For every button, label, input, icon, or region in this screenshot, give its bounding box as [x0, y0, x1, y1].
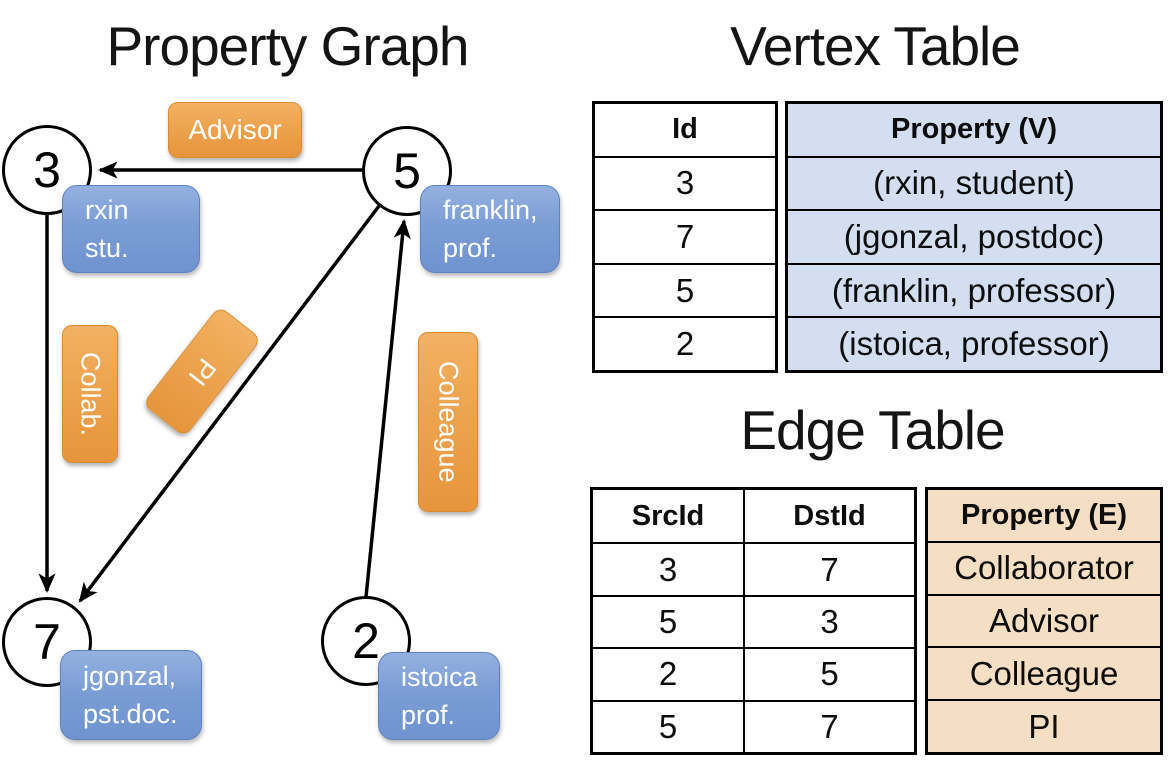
prop-line: prof. [401, 700, 456, 730]
node-id-label: 3 [33, 142, 61, 198]
edge-colleague-2-to-5 [364, 219, 411, 598]
vertex-prop-box-jgonzal: jgonzal, pst.doc. [60, 650, 202, 740]
vertex-table-id-cell: 5 [595, 262, 775, 317]
vertex-table-property-column: Property (V) (rxin, student) (jgonzal, p… [785, 101, 1163, 373]
prop-line: pst.doc. [83, 699, 178, 729]
edge-table-header-dstid: DstId [743, 490, 914, 543]
edge-table-src-cell: 5 [593, 594, 743, 647]
edge-table-property-cell: Advisor [928, 593, 1160, 647]
edge-table-dst-cell: 5 [743, 647, 914, 700]
edge-table-header-srcid: SrcId [631, 499, 705, 532]
prop-line: stu. [85, 233, 129, 263]
edge-table-dst-cell: 7 [743, 542, 914, 595]
edge-table-src-cell: 3 [593, 542, 743, 594]
prop-line: istoica [401, 661, 478, 692]
edge-table-header-property: Property (E) [961, 498, 1127, 531]
vertex-table-header-id: Id [672, 113, 698, 146]
vertex-table-property-cell: (jgonzal, postdoc) [788, 209, 1160, 263]
prop-line: prof. [443, 233, 498, 263]
prop-line: franklin, [443, 194, 538, 225]
edge-table-src-cell: 5 [593, 699, 743, 752]
edge-table-property-cell: Colleague [928, 646, 1160, 699]
graph-node-3: 3 [2, 125, 92, 215]
vertex-prop-box-franklin: franklin, prof. [420, 185, 560, 273]
edge-table-title: Edge Table [740, 399, 1005, 461]
edge-table-src-cell: 2 [593, 647, 743, 699]
edge-label-collab: Collab. [62, 325, 118, 463]
edge-table-id-columns: SrcId DstId 3 7 5 3 2 5 5 7 [590, 487, 917, 755]
prop-line: jgonzal, [83, 660, 177, 691]
node-id-label: 5 [393, 143, 421, 199]
vertex-prop-box-rxin: rxin stu. [62, 185, 200, 273]
vertex-table-property-cell: (franklin, professor) [788, 262, 1160, 317]
edge-table-property-cell: Collaborator [928, 540, 1160, 594]
property-graph-title: Property Graph [106, 15, 469, 77]
vertex-table: Id 3 7 5 2 Property (V) (rxin, student) … [592, 101, 1163, 373]
vertex-prop-box-istoica: istoica prof. [378, 652, 500, 740]
vertex-table-id-cell: 2 [595, 316, 775, 370]
edge-table-dst-cell: 7 [743, 699, 914, 752]
vertex-table-id-cell: 3 [595, 155, 775, 210]
edge-table: SrcId DstId 3 7 5 3 2 5 5 7 Property (E)… [590, 487, 1163, 755]
node-id-label: 7 [33, 614, 61, 670]
vertex-table-id-cell: 7 [595, 209, 775, 263]
vertex-table-id-column: Id 3 7 5 2 [592, 101, 778, 373]
node-id-label: 2 [352, 613, 380, 669]
edge-pi-5-to-7 [78, 204, 381, 603]
edge-table-property-cell: PI [928, 699, 1160, 752]
edge-table-property-column: Property (E) Collaborator Advisor Collea… [925, 487, 1163, 755]
edge-label-colleague: Colleague [418, 332, 478, 512]
edge-table-dst-cell: 3 [743, 594, 914, 648]
vertex-table-property-cell: (rxin, student) [788, 155, 1160, 210]
prop-line: rxin [85, 194, 129, 225]
edge-label-advisor: Advisor [168, 102, 302, 158]
vertex-table-property-cell: (istoica, professor) [788, 316, 1160, 370]
vertex-table-title: Vertex Table [730, 15, 1021, 77]
vertex-table-header-property: Property (V) [891, 113, 1057, 146]
